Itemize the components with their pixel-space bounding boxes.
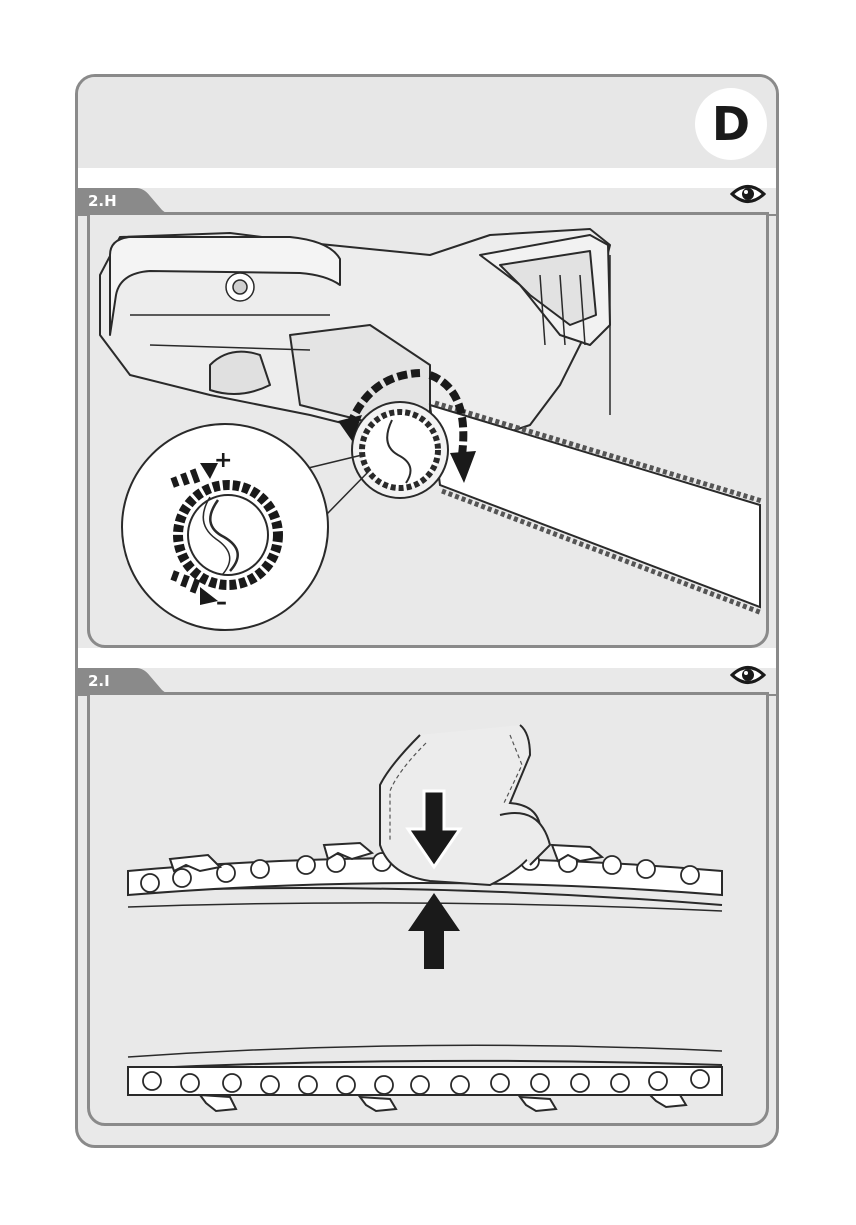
eye-icon (730, 664, 766, 686)
step-tab-2h: 2.H (78, 188, 778, 214)
panel-2i (87, 692, 769, 1126)
eye-icon (730, 183, 766, 205)
step-label: 2.H (88, 192, 117, 210)
chainsaw-illustration: + – (90, 215, 769, 648)
divider-strip (78, 648, 776, 668)
section-badge: D (695, 88, 767, 160)
plus-sign: + (214, 448, 232, 473)
step-label: 2.I (88, 672, 110, 690)
panel-2h: + – (87, 212, 769, 648)
header-band (78, 77, 776, 169)
step-tab-2i: 2.I (78, 668, 778, 694)
lift-up-arrow-icon (408, 893, 460, 969)
chain-tension-illustration (90, 695, 769, 1126)
divider-strip (78, 168, 776, 188)
minus-sign: – (216, 590, 227, 615)
